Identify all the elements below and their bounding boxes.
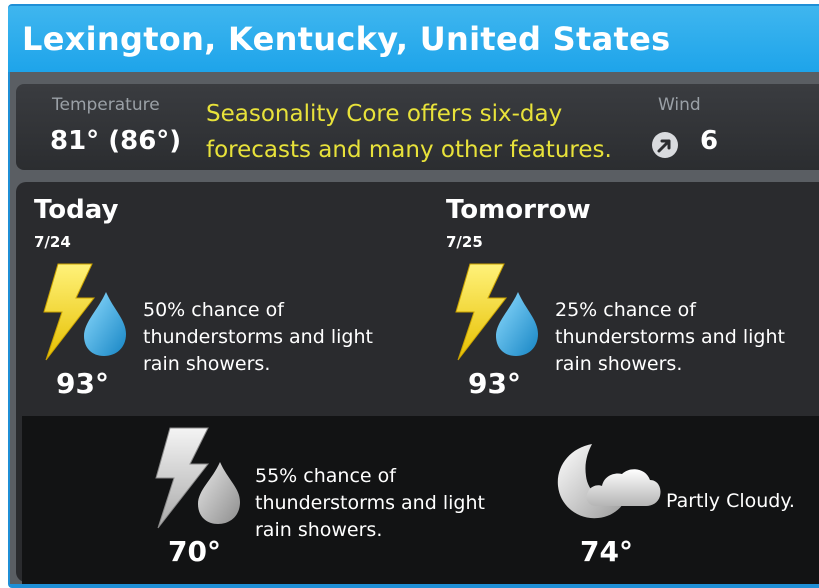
tomorrow-night-description: Partly Cloudy. — [666, 490, 795, 512]
today-day-description: 50% chance of thunderstorms and light ra… — [143, 297, 373, 378]
desc-line: thunderstorms and light — [255, 492, 485, 514]
today-date: 7/24 — [34, 233, 71, 251]
tomorrow-night-low-temp: 74° — [580, 535, 633, 568]
current-conditions-panel — [16, 84, 819, 170]
today-high-temp: 93° — [56, 367, 109, 400]
promo-line-2: forecasts and many other features. — [206, 137, 612, 163]
desc-line: 50% chance of — [143, 299, 284, 321]
desc-line: 25% chance of — [555, 299, 696, 321]
night-forecast-row — [22, 416, 819, 584]
header-bar — [8, 6, 819, 72]
desc-line: thunderstorms and light — [143, 326, 373, 348]
today-title: Today — [34, 195, 119, 225]
desc-line: thunderstorms and light — [555, 326, 785, 348]
tomorrow-day-description: 25% chance of thunderstorms and light ra… — [555, 297, 785, 378]
wind-value: 6 — [700, 126, 719, 156]
tomorrow-title: Tomorrow — [446, 195, 591, 225]
wind-label: Wind — [658, 95, 701, 115]
thunderstorm-rain-icon — [155, 427, 240, 529]
tomorrow-high-temp: 93° — [468, 367, 521, 400]
wind-direction-arrow-icon — [652, 132, 678, 158]
desc-line: 55% chance of — [255, 465, 396, 487]
desc-line: rain showers. — [143, 353, 271, 375]
promo-line-1: Seasonality Core offers six-day — [206, 101, 563, 127]
partly-cloudy-night-icon — [557, 444, 661, 519]
thunderstorm-rain-icon — [455, 263, 538, 361]
location-title: Lexington, Kentucky, United States — [22, 20, 671, 58]
desc-line: rain showers. — [255, 519, 383, 541]
temperature-value: 81° (86°) — [50, 126, 182, 156]
promo-text[interactable]: Seasonality Core offers six-day forecast… — [206, 96, 612, 168]
tonight-description: 55% chance of thunderstorms and light ra… — [255, 463, 485, 544]
tonight-low-temp: 70° — [168, 535, 221, 568]
temperature-label: Temperature — [52, 95, 160, 115]
desc-line: rain showers. — [555, 353, 683, 375]
tomorrow-date: 7/25 — [446, 233, 483, 251]
thunderstorm-rain-icon — [43, 263, 126, 361]
